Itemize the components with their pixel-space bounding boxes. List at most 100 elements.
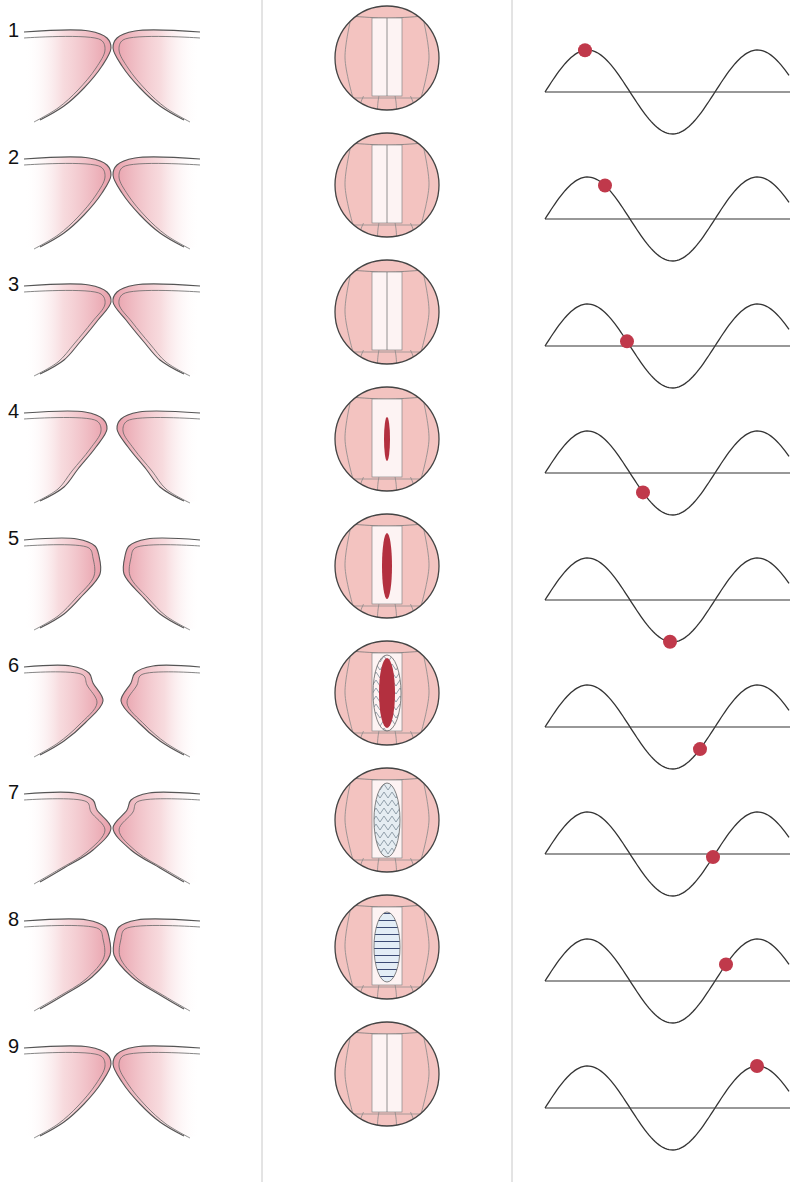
vocal-fold <box>24 665 103 757</box>
fold-tissue <box>113 30 200 121</box>
fold-surface <box>113 284 200 374</box>
phase-dot <box>620 334 634 348</box>
glottis-view <box>327 133 447 241</box>
fold-surface <box>117 411 200 501</box>
coronal-section <box>24 284 200 376</box>
coronal-section <box>24 411 200 503</box>
fold-tissue <box>24 284 111 375</box>
mucosa-line <box>24 672 97 757</box>
vocal-fold <box>113 284 200 376</box>
fold-tissue <box>24 665 103 755</box>
coronal-section <box>24 665 200 757</box>
row-number: 8 <box>8 909 19 929</box>
row-number: 3 <box>8 274 19 294</box>
phase-dot <box>706 850 720 864</box>
fold-tissue <box>24 919 111 1010</box>
row-number: 4 <box>8 401 19 421</box>
coronal-section <box>24 157 200 249</box>
fold-tissue <box>24 792 111 882</box>
row-number: 5 <box>8 528 19 548</box>
mucosa-line <box>127 672 200 757</box>
fold-tissue <box>24 30 111 121</box>
coronal-section <box>24 1046 200 1138</box>
fold-tissue <box>121 665 200 755</box>
fold-surface <box>24 792 111 882</box>
glottis-view <box>327 768 447 876</box>
waveform <box>545 558 790 649</box>
vocal-fold <box>113 919 200 1011</box>
fold-tissue <box>113 792 200 882</box>
fold-surface <box>24 30 111 120</box>
row-number: 1 <box>8 20 19 40</box>
fold-tissue <box>113 919 200 1010</box>
mucosa-line <box>119 1052 200 1138</box>
waveform <box>545 685 790 769</box>
mucosa-line <box>129 545 200 630</box>
phase-dot <box>663 635 677 649</box>
mucosa-line <box>119 290 200 376</box>
vocal-fold <box>24 157 111 249</box>
mucosa-line <box>24 290 105 376</box>
mucosa-line <box>24 36 105 122</box>
row-number: 7 <box>8 782 19 802</box>
waveform <box>545 431 790 515</box>
vocal-fold <box>113 30 200 122</box>
phase-dot <box>719 957 733 971</box>
vocal-fold <box>123 538 200 630</box>
phase-dot <box>636 485 650 499</box>
fold-surface <box>24 919 111 1009</box>
glottis-view <box>327 6 447 114</box>
phase-dot <box>578 43 592 57</box>
waveform <box>545 939 790 1023</box>
fold-tissue <box>24 411 107 502</box>
vocal-fold <box>24 538 101 630</box>
waveform <box>545 43 790 134</box>
phase-dot <box>598 178 612 192</box>
vocal-fold <box>24 30 111 122</box>
mucosa-line <box>119 163 200 249</box>
fold-tissue <box>24 1046 111 1137</box>
fold-surface <box>113 919 200 1009</box>
fold-surface <box>113 30 200 120</box>
phase-dot <box>693 742 707 756</box>
fold-tissue <box>117 411 200 502</box>
column-divider <box>262 0 263 1182</box>
fold-surface <box>24 411 107 501</box>
mucosa-line <box>24 163 105 249</box>
waveform <box>545 304 790 388</box>
column-divider <box>512 0 513 1182</box>
waveform <box>545 1059 790 1150</box>
coronal-section <box>24 30 200 122</box>
vocal-fold <box>24 919 111 1011</box>
vocal-fold <box>113 1046 200 1138</box>
glottis-view <box>327 514 447 622</box>
fold-surface <box>113 1046 200 1136</box>
fold-surface <box>24 1046 111 1136</box>
row-number: 2 <box>8 147 19 167</box>
vocal-fold <box>121 665 200 757</box>
fold-surface <box>113 157 200 247</box>
fold-tissue <box>24 157 111 248</box>
glottis-view <box>327 260 447 368</box>
vocal-fold <box>113 157 200 249</box>
coronal-section <box>24 919 200 1011</box>
phase-dot <box>750 1059 764 1073</box>
mucosa-line <box>123 418 200 503</box>
mucosa-line <box>119 925 200 1011</box>
row-number: 6 <box>8 655 19 675</box>
mucosa-line <box>119 799 200 884</box>
vocal-fold <box>117 411 200 503</box>
waveform <box>545 812 790 896</box>
glottis-view <box>327 387 447 495</box>
mucosa-line <box>24 799 105 884</box>
waveform <box>545 177 790 261</box>
fold-tissue <box>113 284 200 375</box>
vocal-fold <box>24 1046 111 1138</box>
fold-surface <box>24 157 111 247</box>
vocal-fold <box>113 792 200 884</box>
mucosa-line <box>24 418 101 503</box>
coronal-section <box>24 538 200 630</box>
fold-surface <box>24 284 111 374</box>
